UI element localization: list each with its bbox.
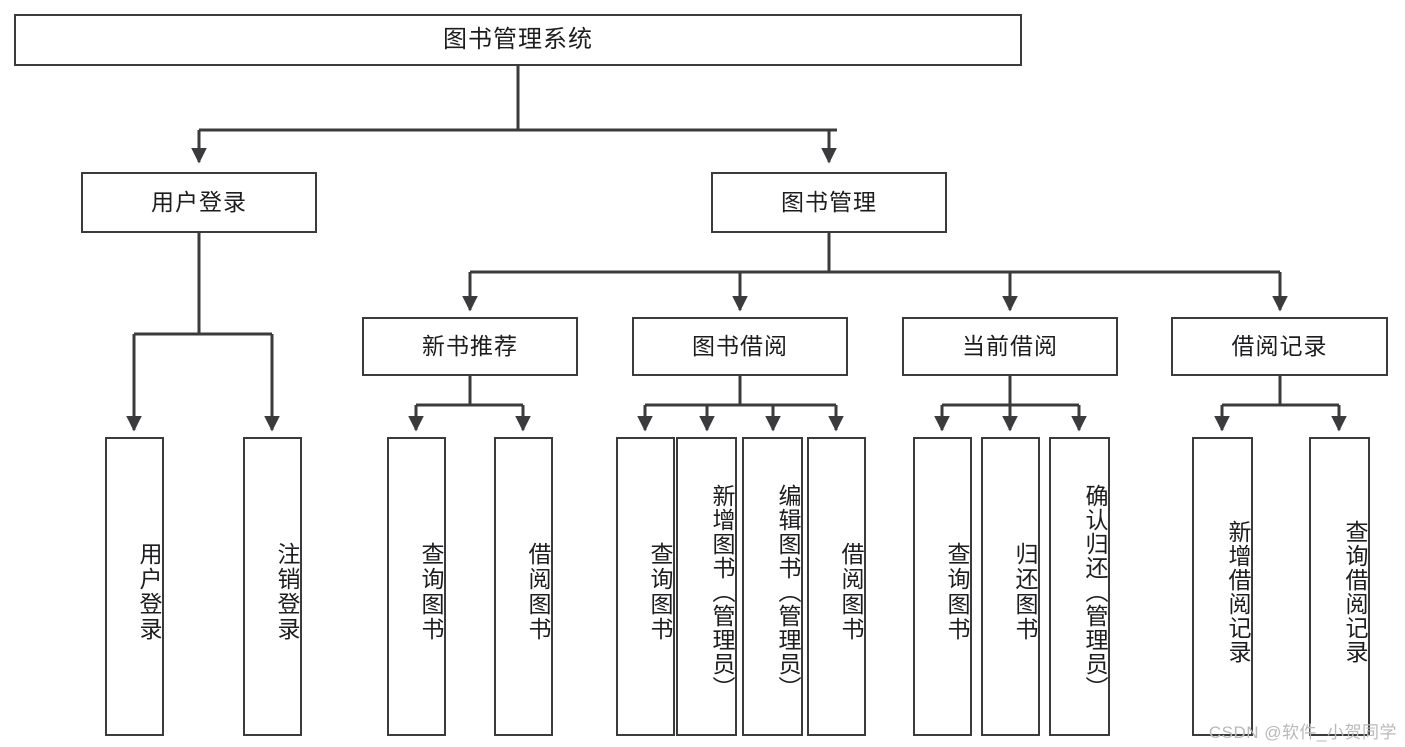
leaf-add-borrow-record[interactable]: 新增借阅记录: [1192, 437, 1253, 736]
leaf-query-book-borrow[interactable]: 查询图书: [616, 437, 675, 736]
csdn-watermark: CSDN @软件_小贺同学: [1208, 723, 1397, 742]
leaf-edit-book-admin[interactable]: 编辑图书（管理员）: [742, 437, 803, 736]
node-book-management[interactable]: 图书管理: [711, 172, 947, 233]
node-borrow-record[interactable]: 借阅记录: [1171, 317, 1388, 376]
node-new-book-recommend[interactable]: 新书推荐: [362, 317, 578, 376]
leaf-user-login[interactable]: 用户登录: [105, 437, 164, 736]
leaf-confirm-return-admin[interactable]: 确认归还（管理员）: [1049, 437, 1110, 736]
node-root-system[interactable]: 图书管理系统: [14, 14, 1022, 66]
node-current-borrow[interactable]: 当前借阅: [902, 317, 1118, 376]
leaf-add-book-admin[interactable]: 新增图书（管理员）: [676, 437, 737, 736]
leaf-query-book-current[interactable]: 查询图书: [913, 437, 972, 736]
node-book-borrow[interactable]: 图书借阅: [632, 317, 848, 376]
leaf-query-book-recommend[interactable]: 查询图书: [387, 437, 446, 736]
leaf-return-book[interactable]: 归还图书: [981, 437, 1040, 736]
node-user-login[interactable]: 用户登录: [81, 172, 317, 233]
leaf-query-borrow-record[interactable]: 查询借阅记录: [1309, 437, 1370, 736]
leaf-borrow-book-recommend[interactable]: 借阅图书: [494, 437, 553, 736]
leaf-logout-login[interactable]: 注销登录: [243, 437, 302, 736]
leaf-borrow-book[interactable]: 借阅图书: [807, 437, 866, 736]
